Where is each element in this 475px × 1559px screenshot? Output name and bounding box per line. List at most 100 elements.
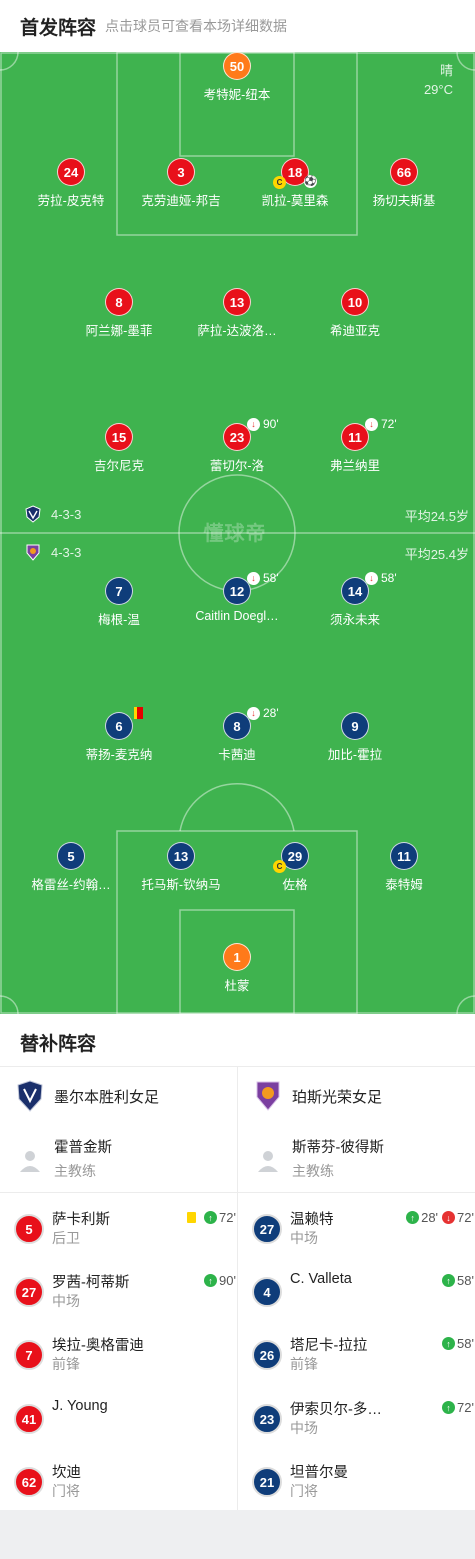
sub-player-away[interactable]: 27 温赖特 中场 ↑28'↓72' <box>252 1206 474 1258</box>
player-name: 须永未来 <box>329 613 380 627</box>
player-away-m1[interactable]: 6 蒂扬-麦克纳 <box>59 707 179 762</box>
player-number: 27 <box>14 1277 44 1307</box>
sub-player-home[interactable]: 41 J. Young <box>14 1396 236 1448</box>
player-away-d3[interactable]: 29 C 佐格 <box>235 842 355 892</box>
player-number: 9 <box>341 712 369 740</box>
player-number: 50 <box>223 52 251 80</box>
player-name: 加比-霍拉 <box>327 748 383 762</box>
weather-info: 晴 29°C <box>424 61 453 99</box>
away-coach[interactable]: 斯蒂芬-彼得斯 主教练 <box>254 1134 474 1184</box>
page-subtitle: 点击球员可查看本场详细数据 <box>105 18 287 34</box>
sub-out-icon: ↓ <box>247 417 260 431</box>
player-away-m3[interactable]: 9 加比-霍拉 <box>295 712 415 762</box>
sub-player-away[interactable]: 23 伊索贝尔-多… 中场 ↑72' <box>252 1396 474 1448</box>
sub-out-time: 72' <box>457 1210 474 1225</box>
home-coach[interactable]: 霍普金斯 主教练 <box>16 1134 236 1184</box>
player-name: 格雷丝-约翰… <box>31 878 111 892</box>
red-card-icon <box>134 707 143 719</box>
player-name: 克劳迪娅-邦吉 <box>141 194 221 208</box>
substitutes-section: 替补阵容 墨尔本胜利女足 珀斯光荣女足 霍普金斯 主教练 斯蒂芬-彼得斯 主教练… <box>0 1014 475 1510</box>
column-divider <box>237 1066 238 1510</box>
home-avg-age: 平均24.5岁 <box>404 509 469 524</box>
sub-in-time: 72' <box>457 1400 474 1415</box>
player-away-gk[interactable]: 1 杜蒙 <box>177 943 297 993</box>
player-name: 坦普尔曼 <box>290 1465 348 1481</box>
player-home-gk[interactable]: 50 考特妮-纽本 <box>177 52 297 102</box>
player-home-f1[interactable]: 15 吉尔尼克 <box>59 423 179 473</box>
sub-in-icon: ↑ <box>204 1274 218 1287</box>
player-number: 7 <box>105 577 133 605</box>
home-team-header[interactable]: 墨尔本胜利女足 <box>16 1080 159 1112</box>
captain-icon: C <box>273 176 286 189</box>
player-name: 伊索贝尔-多… <box>290 1402 382 1418</box>
sub-time: 90' <box>263 417 279 431</box>
player-name: 萨卡利斯 <box>52 1212 110 1228</box>
player-number: 6 <box>105 712 133 740</box>
player-position: 后卫 <box>52 1230 80 1246</box>
player-home-m1[interactable]: 8 阿兰娜-墨菲 <box>59 288 179 338</box>
sub-in-time: 28' <box>421 1210 439 1225</box>
player-home-f3[interactable]: 11 ↓72' 弗兰纳里 <box>295 417 415 473</box>
player-number: 24 <box>57 158 85 186</box>
player-events: ↑28'↓72' <box>402 1210 474 1225</box>
home-team-name: 墨尔本胜利女足 <box>54 1088 160 1106</box>
weather-condition: 晴 <box>439 63 453 78</box>
formation-text: 4-3-3 <box>51 544 82 560</box>
player-home-d2[interactable]: 3 克劳迪娅-邦吉 <box>121 158 241 208</box>
player-away-d1[interactable]: 5 格雷丝-约翰… <box>11 842 131 892</box>
player-position: 中场 <box>52 1293 80 1309</box>
sub-player-home[interactable]: 5 萨卡利斯 后卫 ↑72' <box>14 1206 236 1258</box>
away-team-header[interactable]: 珀斯光荣女足 <box>254 1080 382 1112</box>
player-name: 蕾切尔-洛 <box>209 459 265 473</box>
player-home-d4[interactable]: 66 扬切夫斯基 <box>344 158 464 208</box>
player-number: 27 <box>252 1214 282 1244</box>
player-home-d3[interactable]: 18 C ⚽ 凯拉-莫里森 <box>235 158 355 208</box>
player-number: 3 <box>167 158 195 186</box>
player-number: 13 <box>167 842 195 870</box>
player-name: 坎迪 <box>52 1465 81 1481</box>
player-number: 41 <box>14 1404 44 1434</box>
sub-player-home[interactable]: 27 罗茜-柯蒂斯 中场 ↑90' <box>14 1269 236 1321</box>
sub-in-icon: ↑ <box>442 1401 456 1414</box>
sub-player-away[interactable]: 26 塔尼卡-拉拉 前锋 ↑58' <box>252 1332 474 1384</box>
player-number: 62 <box>14 1467 44 1497</box>
player-events: ↑58' <box>438 1273 474 1288</box>
sub-player-home[interactable]: 62 坎迪 门将 <box>14 1459 236 1511</box>
home-team-logo-icon <box>17 1080 43 1112</box>
player-away-f3[interactable]: 14 ↓58' 须永未来 <box>295 571 415 627</box>
player-name: 扬切夫斯基 <box>372 194 436 208</box>
coach-name: 斯蒂芬-彼得斯 <box>292 1140 384 1156</box>
player-home-m3[interactable]: 10 希迪亚克 <box>295 288 415 338</box>
player-away-f2[interactable]: 12 ↓58' Caitlin Doegl… <box>177 571 297 623</box>
sub-time: 72' <box>381 417 397 431</box>
player-away-f1[interactable]: 7 梅根-温 <box>59 577 179 627</box>
player-name: 温赖特 <box>290 1212 334 1228</box>
player-number: 66 <box>390 158 418 186</box>
player-number: 5 <box>57 842 85 870</box>
player-home-m2[interactable]: 13 萨拉-达波洛… <box>177 288 297 338</box>
player-number: 8 <box>223 712 251 740</box>
page-title: 首发阵容 <box>20 18 97 39</box>
sub-player-away[interactable]: 4 C. Valleta ↑58' <box>252 1269 474 1321</box>
player-name: 弗兰纳里 <box>329 459 380 473</box>
player-away-m2[interactable]: 8 ↓28' 卡茜迪 <box>177 706 297 762</box>
player-position: 门将 <box>290 1483 318 1499</box>
player-away-d2[interactable]: 13 托马斯-钦纳马 <box>121 842 241 892</box>
player-home-f2[interactable]: 23 ↓90' 蕾切尔-洛 <box>177 417 297 473</box>
player-home-d1[interactable]: 24 劳拉-皮克特 <box>11 158 131 208</box>
player-name: Caitlin Doegl… <box>195 609 279 623</box>
player-name: C. Valleta <box>290 1271 352 1287</box>
sub-out-icon: ↓ <box>365 417 378 431</box>
sub-player-away[interactable]: 21 坦普尔曼 门将 <box>252 1459 474 1511</box>
player-away-d4[interactable]: 11 泰特姆 <box>344 842 464 892</box>
home-team-logo-icon <box>25 505 41 523</box>
player-name: 托马斯-钦纳马 <box>141 878 221 892</box>
sub-time: 28' <box>263 706 279 720</box>
sub-player-home[interactable]: 7 埃拉-奥格雷迪 前锋 <box>14 1332 236 1384</box>
lineup-header: 首发阵容 点击球员可查看本场详细数据 <box>0 0 475 52</box>
player-position: 中场 <box>290 1420 318 1436</box>
player-name: 泰特姆 <box>385 878 423 892</box>
coach-name: 霍普金斯 <box>54 1140 112 1156</box>
coach-role: 主教练 <box>292 1163 334 1179</box>
